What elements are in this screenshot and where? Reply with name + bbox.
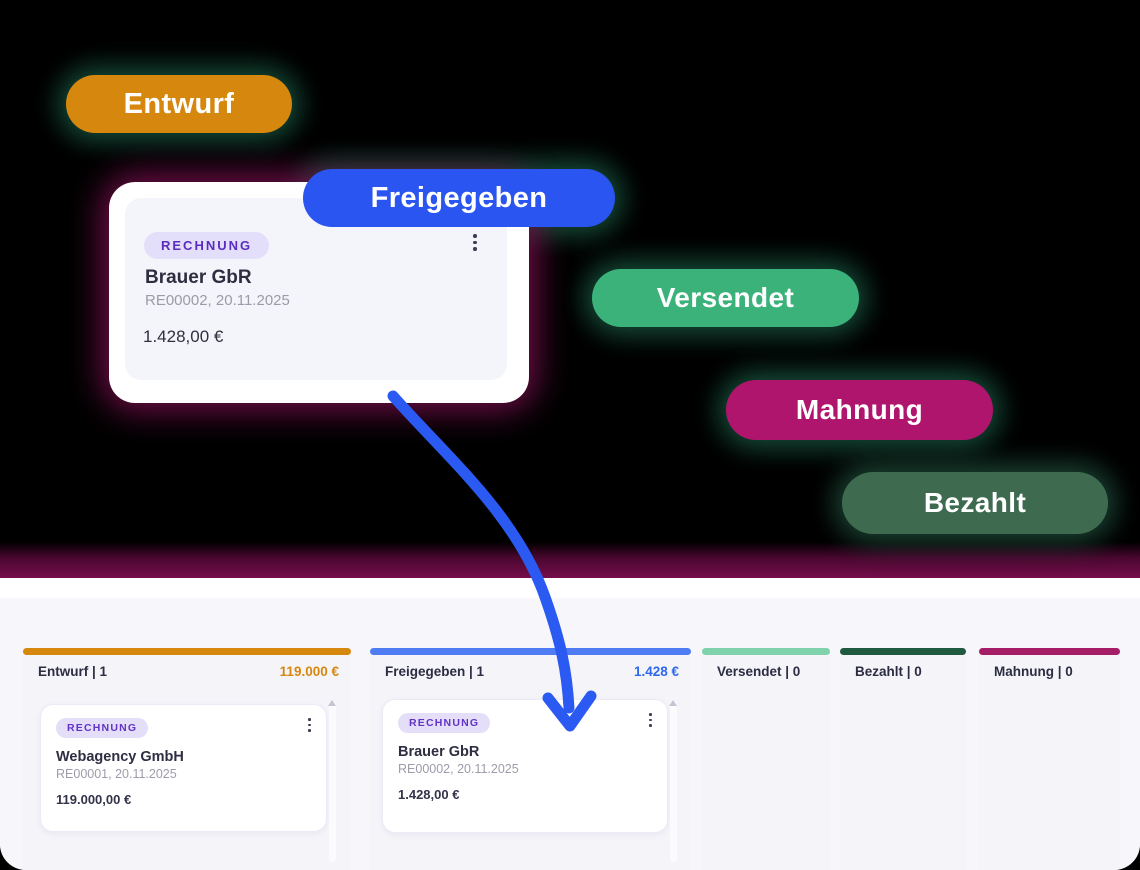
kanban-column-mahnung: Mahnung | 0 <box>979 648 1120 870</box>
invoice-number-date: RE00002, 20.11.2025 <box>398 762 519 776</box>
kanban-column-freigegeben: Freigegeben | 1 1.428 € RECHNUNG Brauer … <box>370 648 691 870</box>
status-pill-freigegeben[interactable]: Freigegeben <box>303 169 615 227</box>
column-title: Bezahlt | 0 <box>855 664 922 679</box>
column-color-bar <box>370 648 691 655</box>
invoice-card[interactable]: RECHNUNG Webagency GmbH RE00001, 20.11.2… <box>40 704 327 832</box>
status-pill-label: Entwurf <box>123 87 235 120</box>
invoice-number-date: RE00001, 20.11.2025 <box>56 767 177 781</box>
invoice-preview-card-body <box>125 198 507 380</box>
kanban-column-versendet: Versendet | 0 <box>702 648 830 870</box>
status-pill-label: Freigegeben <box>370 181 548 214</box>
status-pill-bezahlt[interactable]: Bezahlt <box>842 472 1108 534</box>
status-pill-versendet[interactable]: Versendet <box>592 269 859 327</box>
invoice-amount: 119.000,00 € <box>56 792 132 807</box>
column-scrollbar[interactable] <box>669 700 677 862</box>
status-pill-label: Mahnung <box>795 394 924 425</box>
status-pill-label: Bezahlt <box>923 487 1027 518</box>
document-type-badge: RECHNUNG <box>56 718 149 738</box>
document-type-badge: RECHNUNG <box>144 232 270 259</box>
column-title: Freigegeben | 1 <box>385 664 485 679</box>
customer-name: Brauer GbR <box>398 744 480 760</box>
column-color-bar <box>979 648 1120 655</box>
column-scrollbar[interactable] <box>328 700 336 862</box>
column-title: Mahnung | 0 <box>994 664 1073 679</box>
invoice-number-date: RE00002, 20.11.2025 <box>145 292 290 309</box>
status-pill-label: Versendet <box>656 282 795 313</box>
card-menu-icon[interactable] <box>473 234 477 251</box>
invoice-card[interactable]: RECHNUNG Brauer GbR RE00002, 20.11.2025 … <box>382 699 668 833</box>
customer-name: Webagency GmbH <box>56 749 184 765</box>
column-title: Entwurf | 1 <box>38 664 108 679</box>
column-color-bar <box>840 648 966 655</box>
status-pill-entwurf[interactable]: Entwurf <box>66 75 292 133</box>
scroll-up-icon[interactable] <box>328 700 336 706</box>
column-color-bar <box>702 648 830 655</box>
customer-name: Brauer GbR <box>145 267 252 288</box>
column-sum: 119.000 € <box>279 664 339 679</box>
card-menu-icon[interactable] <box>308 718 311 732</box>
column-title: Versendet | 0 <box>717 664 801 679</box>
kanban-column-entwurf: Entwurf | 1 119.000 € RECHNUNG Webagency… <box>23 648 351 870</box>
invoice-amount: 1.428,00 € <box>143 327 224 346</box>
invoice-amount: 1.428,00 € <box>398 787 460 802</box>
column-color-bar <box>23 648 351 655</box>
scroll-up-icon[interactable] <box>669 700 677 706</box>
document-type-badge: RECHNUNG <box>398 713 491 733</box>
card-menu-icon[interactable] <box>649 713 652 727</box>
status-pill-mahnung[interactable]: Mahnung <box>726 380 993 440</box>
maroon-divider-band <box>0 542 1140 578</box>
kanban-column-bezahlt: Bezahlt | 0 <box>840 648 966 870</box>
column-sum: 1.428 € <box>633 664 679 679</box>
kanban-panel: Entwurf | 1 119.000 € RECHNUNG Webagency… <box>0 578 1140 870</box>
